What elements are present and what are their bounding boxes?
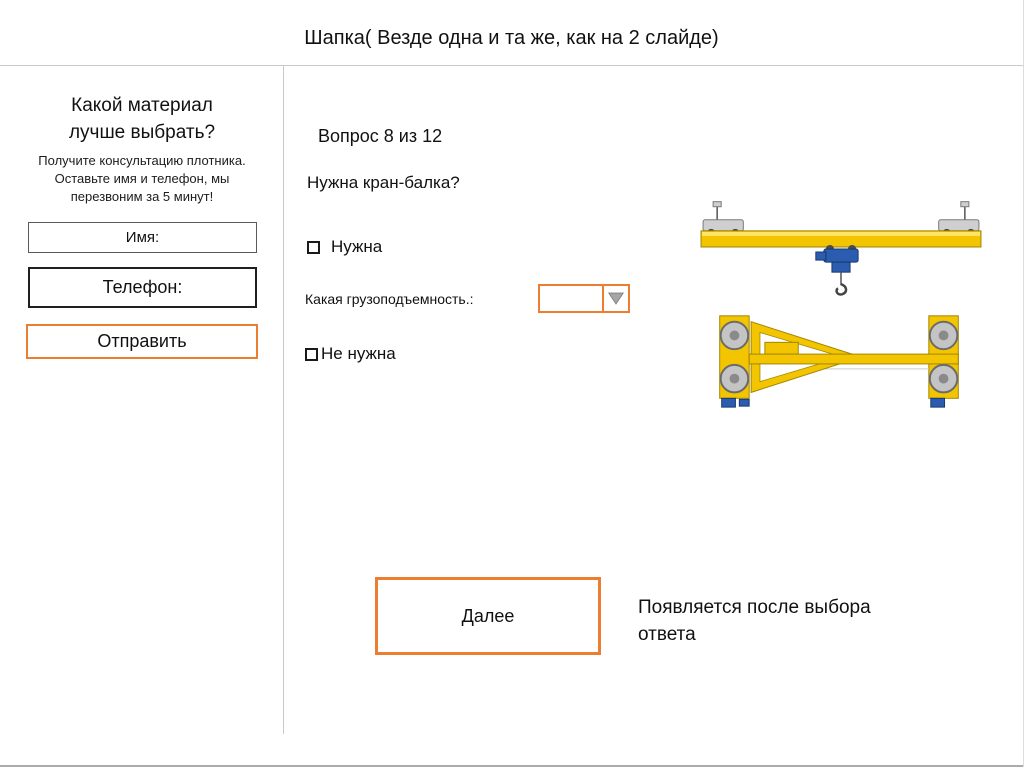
header-divider bbox=[0, 65, 1023, 66]
submit-button-label: Отправить bbox=[97, 331, 187, 351]
dropdown-arrow-button[interactable] bbox=[602, 286, 628, 311]
question-text: Нужна кран-балка? bbox=[307, 173, 460, 192]
capacity-label: Какая грузоподъемность.: bbox=[305, 291, 474, 307]
name-input[interactable]: Имя: bbox=[28, 222, 257, 253]
submit-button[interactable]: Отправить bbox=[26, 324, 258, 359]
crane-end-truck-image bbox=[700, 306, 978, 414]
next-button[interactable]: Далее bbox=[375, 577, 601, 655]
phone-input-label: Телефон: bbox=[102, 277, 183, 297]
option-needed-label: Нужна bbox=[331, 237, 383, 256]
checkbox-icon[interactable] bbox=[305, 347, 318, 361]
sidebar-subtitle: Получите консультацию плотника. Оставьте… bbox=[38, 153, 246, 204]
overhead-crane-image bbox=[695, 196, 987, 304]
checkbox-icon[interactable] bbox=[307, 240, 320, 254]
chevron-down-icon bbox=[607, 292, 625, 305]
capacity-dropdown-value[interactable] bbox=[540, 286, 602, 311]
next-button-note: Появляется после выбора ответа bbox=[638, 597, 871, 645]
option-not-needed[interactable]: Не нужна bbox=[305, 344, 396, 364]
name-input-label: Имя: bbox=[125, 229, 160, 246]
option-not-needed-label: Не нужна bbox=[321, 344, 396, 363]
question-progress: Вопрос 8 из 12 bbox=[318, 126, 443, 146]
sidebar-divider bbox=[283, 66, 284, 734]
page-title: Шапка( Везде одна и та же, как на 2 слай… bbox=[304, 27, 719, 49]
sidebar-title: Какой материал лучше выбрать? bbox=[68, 95, 216, 143]
next-button-label: Далее bbox=[461, 605, 515, 626]
phone-input[interactable]: Телефон: bbox=[28, 267, 257, 308]
capacity-dropdown[interactable] bbox=[538, 284, 630, 313]
option-needed[interactable]: Нужна bbox=[307, 237, 382, 257]
